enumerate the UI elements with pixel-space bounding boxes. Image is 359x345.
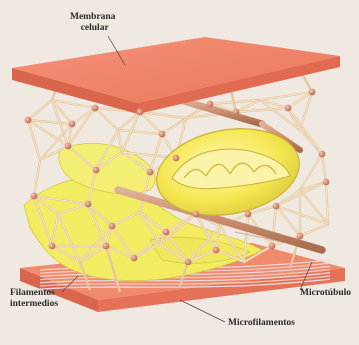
membrane-label-line2: celular xyxy=(70,23,115,34)
membrane-label-line1: Membrana xyxy=(70,12,115,23)
junction-node xyxy=(233,109,240,116)
filament-strand xyxy=(28,100,52,120)
filament-strand xyxy=(322,154,326,182)
intermediate-filaments-label: Filamentos intermedios xyxy=(10,288,58,310)
junction-node xyxy=(85,201,92,208)
filament-strand xyxy=(34,160,40,196)
junction-node xyxy=(193,211,200,218)
junction-node xyxy=(131,255,138,262)
junction-node xyxy=(297,233,304,240)
junction-node xyxy=(147,169,154,176)
junction-node xyxy=(69,121,76,128)
junction-node xyxy=(31,193,38,200)
junction-node xyxy=(163,229,170,236)
junction-node xyxy=(25,117,32,124)
junction-node xyxy=(213,247,220,254)
junction-node xyxy=(49,243,56,250)
junction-node xyxy=(65,143,72,150)
intermediate-label-line2: intermedios xyxy=(10,299,58,310)
microfilaments-label: Microfilamentos xyxy=(228,318,295,329)
filament-strand xyxy=(95,108,118,130)
junction-node xyxy=(173,155,180,162)
junction-node xyxy=(273,203,280,210)
junction-node xyxy=(309,89,316,96)
junction-node xyxy=(137,109,144,116)
junction-node xyxy=(92,105,99,112)
filament-strand xyxy=(72,108,95,124)
junction-node xyxy=(323,179,330,186)
filament-strand xyxy=(118,130,162,134)
membrane-label: Membrana celular xyxy=(70,12,115,34)
microtubule-label: Microtúbulo xyxy=(300,288,351,299)
junction-node xyxy=(207,101,214,108)
filament-strand xyxy=(140,112,186,118)
junction-node xyxy=(109,223,116,230)
junction-node xyxy=(319,151,326,158)
microfilament-leader-line xyxy=(180,300,225,322)
junction-node xyxy=(93,167,100,174)
junction-node xyxy=(285,105,292,112)
junction-node xyxy=(269,243,276,250)
intermediate-label-line1: Filamentos xyxy=(10,288,58,299)
junction-node xyxy=(185,259,192,266)
junction-node xyxy=(159,131,166,138)
junction-node xyxy=(103,243,110,250)
filament-strand xyxy=(300,224,328,236)
junction-node xyxy=(245,211,252,218)
